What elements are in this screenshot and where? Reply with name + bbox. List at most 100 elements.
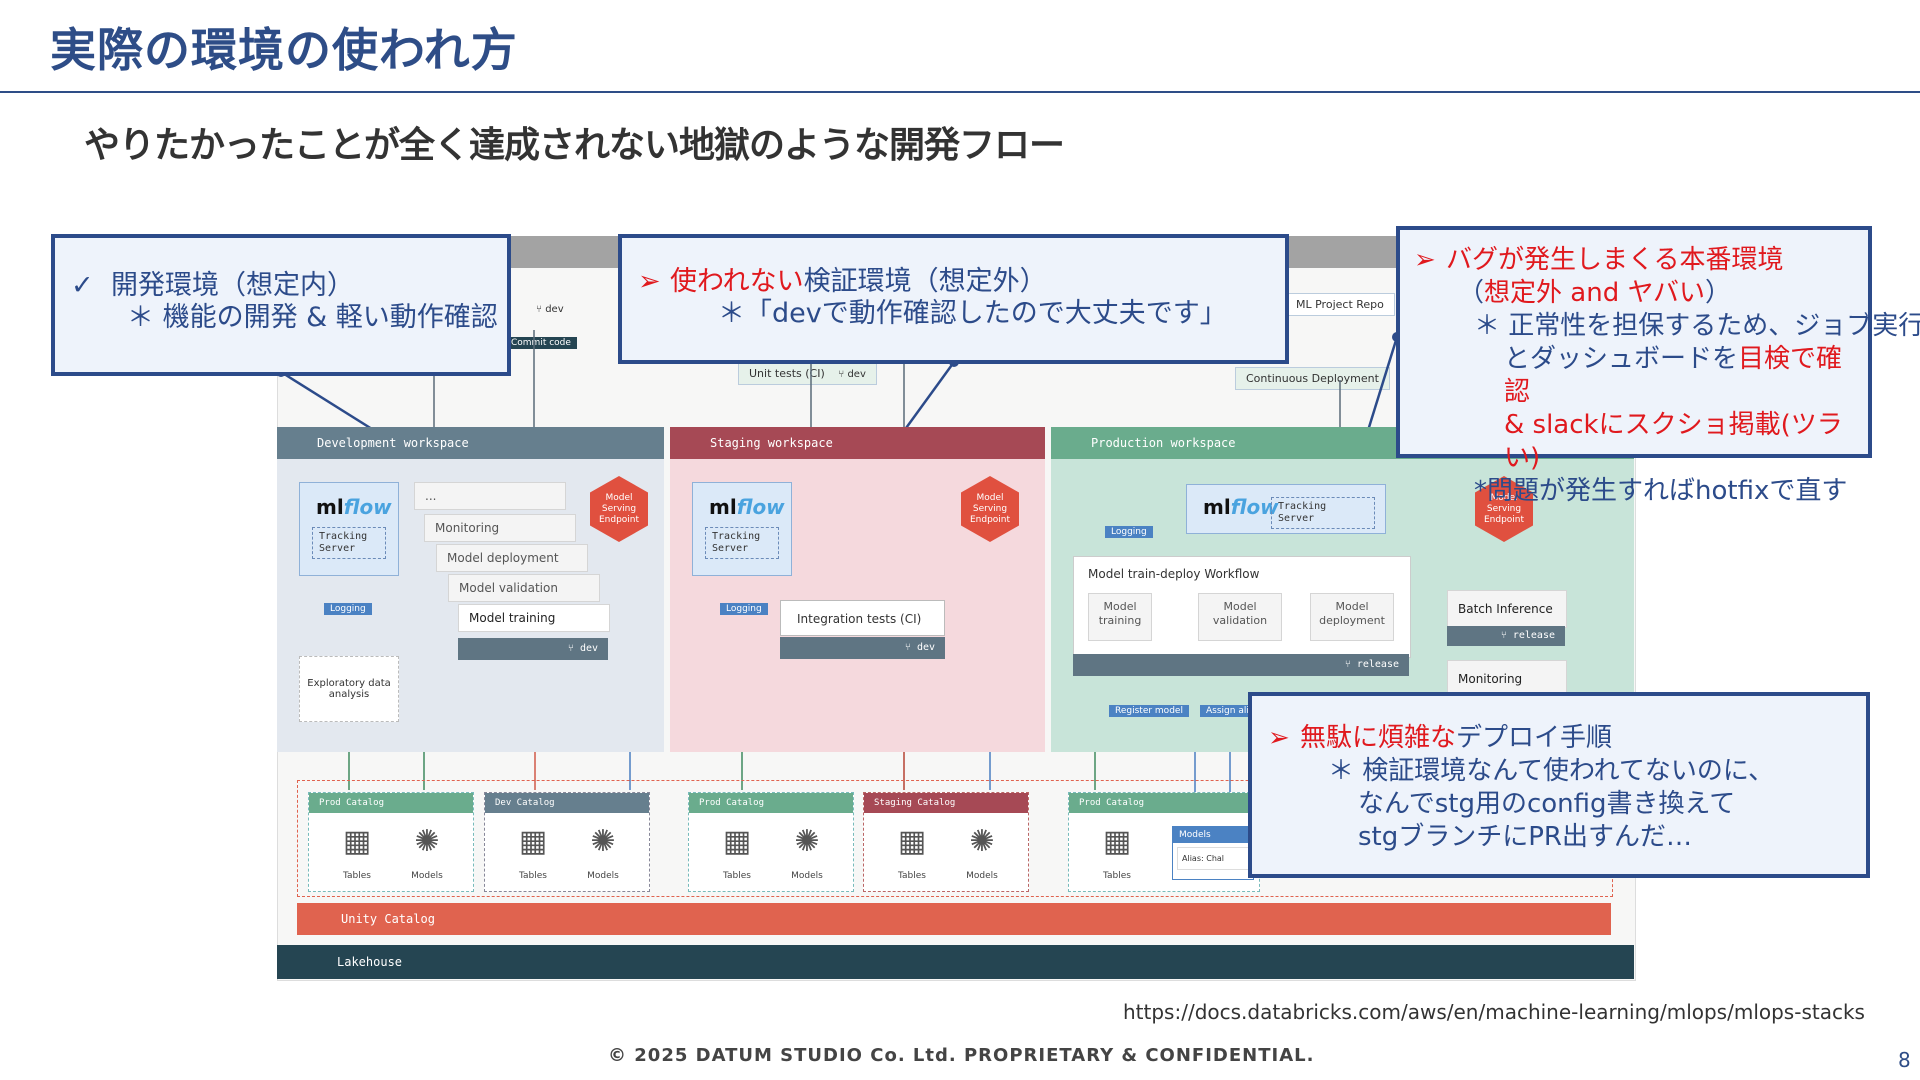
dev-prod-catalog-header: Prod Catalog <box>309 793 473 813</box>
dev-callout-line2: ＊ 機能の開発 & 軽い動作確認 <box>127 302 498 333</box>
dev-branch-bar: ⑂ dev <box>458 638 608 660</box>
brain-icon: ✺ <box>794 824 820 859</box>
deploy-callout-line3: なんでstg用のconfig書き換えて <box>1358 789 1736 819</box>
prod-callout-line1: ➢バグが発生しまくる本番環境 <box>1414 244 1868 277</box>
workflow-title: Model train-deploy Workflow <box>1088 567 1260 581</box>
staging-catalog-header: Staging Catalog <box>864 793 1028 813</box>
stg-callout-line2: ＊「devで動作確認したので大丈夫です」 <box>718 298 1227 329</box>
prod-callout-line2: （想定外 and ヤバい） <box>1414 277 1868 310</box>
commit-code-tag: Commit code <box>505 337 577 349</box>
staging-workspace: Staging workspace <box>670 427 1045 752</box>
deploy-callout: ➢無駄に煩雑なデプロイ手順 ＊ 検証環境なんて使われてないのに、 なんでstg用… <box>1248 692 1870 878</box>
stg-tracking-server: Tracking Server <box>705 527 779 559</box>
stg-mlflow-flow: flow <box>736 495 785 519</box>
stg-callout-line1: ➢ 使われない検証環境（想定外） <box>638 266 1285 298</box>
train-deploy-workflow: Model train-deploy Workflow Model traini… <box>1073 556 1411 658</box>
page-title: 実際の環境の使われ方 <box>50 23 518 77</box>
table-icon: ▦ <box>1102 824 1132 859</box>
assign-alias-tag: Assign ali <box>1200 705 1255 717</box>
dev-logging-tag: Logging <box>324 603 372 615</box>
prod-callout-title: バグが発生しまくる本番環境 <box>1446 245 1784 275</box>
stg-mlflow-logo: mlflow <box>709 495 785 519</box>
models-label: Models <box>791 871 823 881</box>
stg-branch-bar: ⑂ dev <box>780 637 945 659</box>
unit-tests-label: Unit tests (CI) <box>749 367 825 380</box>
tables-label: Tables <box>519 871 547 881</box>
stg-mlflow-ml: ml <box>709 495 737 519</box>
deploy-callout-line2: ＊ 検証環境なんて使われてないのに、 <box>1328 756 1775 786</box>
prod-models-alias: Alias: Chal <box>1177 847 1249 870</box>
batch-branch-bar: ⑂ release <box>1447 626 1565 646</box>
dev-catalog-header: Dev Catalog <box>485 793 649 813</box>
deploy-callout-rest: デプロイ手順 <box>1456 723 1613 753</box>
unity-catalog-bar: Unity Catalog <box>297 903 1611 935</box>
dev-branch-bar-label: dev <box>579 643 598 654</box>
prod-callout-red2: 想定外 and ヤバい <box>1484 278 1705 308</box>
stg-callout-rest: 検証環境（想定外） <box>803 266 1047 297</box>
dev-callout-text1: 開発環境（想定内） <box>111 270 354 301</box>
mlflow-logo: mlflow <box>316 495 392 519</box>
batch-inference-box: Batch Inference <box>1447 590 1567 628</box>
dev-stack-validation: Model validation <box>448 574 600 602</box>
stg-serving-endpoint: Model Serving Endpoint <box>961 476 1019 542</box>
models-label: Models <box>966 871 998 881</box>
workflow-step-validation: Model validation <box>1198 593 1282 641</box>
ml-project-repo-box: ML Project Repo <box>1285 293 1395 316</box>
models-label: Models <box>411 871 443 881</box>
staging-workspace-header: Staging workspace <box>670 427 1045 459</box>
dev-branch-tag: ⑂ dev <box>536 304 564 315</box>
dev-prod-catalog: Prod Catalog ▦ ✺ Tables Models <box>308 792 474 892</box>
prod-logging-tag: Logging <box>1105 526 1153 538</box>
mlflow-ml: ml <box>316 495 344 519</box>
dev-mlflow-box: mlflow Tracking Server <box>299 482 399 576</box>
deploy-callout-red: 無駄に煩雑な <box>1300 723 1457 753</box>
prod-mlflow-ml: ml <box>1203 495 1231 519</box>
dev-tracking-server: Tracking Server <box>312 527 386 559</box>
unit-tests-branch: dev <box>847 369 866 380</box>
deploy-callout-line4: stgブランチにPR出すんだ… <box>1358 822 1692 852</box>
brain-icon: ✺ <box>414 824 440 859</box>
prod-callout: ➢バグが発生しまくる本番環境 （想定外 and ヤバい） ＊ 正常性を担保するた… <box>1396 226 1920 506</box>
dev-stack-training: Model training <box>458 604 610 632</box>
tables-label: Tables <box>723 871 751 881</box>
check-icon: ✓ <box>71 270 94 301</box>
table-icon: ▦ <box>897 824 927 859</box>
table-icon: ▦ <box>518 824 548 859</box>
dev-stack-deployment: Model deployment <box>436 544 588 572</box>
unit-tests-box: Unit tests (CI) ⑂ dev <box>738 362 877 385</box>
prod-callout-line4-pre: とダッシュボードを <box>1504 344 1739 374</box>
dev-callout: ✓ 開発環境（想定内） ＊ 機能の開発 & 軽い動作確認 <box>51 234 511 376</box>
prod-callout-line6: *問題が発生すればhotfixで直す <box>1474 476 1848 506</box>
prod-models-box-header: Models <box>1173 827 1253 843</box>
copyright-notice: © 2025 DATUM STUDIO Co. Ltd. PROPRIETARY… <box>608 1045 1315 1066</box>
prod-paren-open: （ <box>1458 278 1485 308</box>
source-url: https://docs.databricks.com/aws/en/machi… <box>1123 1000 1865 1024</box>
prod-mlflow-logo: mlflow <box>1203 495 1279 519</box>
prod-callout-line4-red: 目検で確認 <box>1504 344 1843 407</box>
register-model-tag: Register model <box>1109 705 1189 717</box>
prod-callout-line5: & slackにスクショ掲載(ツラい) <box>1504 410 1843 473</box>
batch-branch-label: release <box>1512 630 1555 641</box>
staging-catalog: Staging Catalog ▦ ✺ Tables Models <box>863 792 1029 892</box>
prod-tracking-server: Tracking Server <box>1271 497 1375 529</box>
brain-icon: ✺ <box>590 824 616 859</box>
page-subtitle: やりたかったことが全く達成されない地獄のような開発フロー <box>84 125 1065 166</box>
brain-icon: ✺ <box>969 824 995 859</box>
prod-models-box: Models Alias: Chal <box>1172 826 1254 880</box>
dev-serving-endpoint: Model Serving Endpoint <box>590 476 648 542</box>
mlflow-flow: flow <box>343 495 392 519</box>
dev-callout-line1: ✓ 開発環境（想定内） <box>71 270 507 302</box>
stg-callout-red: 使われない <box>670 266 804 297</box>
dev-stack-monitoring: Monitoring <box>424 514 576 542</box>
integration-tests-box: Integration tests (CI) <box>780 600 945 636</box>
prod-callout-line3: ＊ 正常性を担保するため、ジョブ実行 <box>1474 311 1920 341</box>
dev-catalog: Dev Catalog ▦ ✺ Tables Models <box>484 792 650 892</box>
workflow-branch-label: release <box>1356 659 1399 670</box>
lakehouse-bar: Lakehouse <box>277 945 1634 979</box>
eda-box: Exploratory data analysis <box>299 656 399 722</box>
arrow-bullet-icon: ➢ <box>638 266 661 297</box>
stg-branch-bar-label: dev <box>916 642 935 653</box>
prod-monitoring-box: Monitoring <box>1447 660 1567 698</box>
prod-callout-line4: とダッシュボードを目検で確認 <box>1414 343 1868 409</box>
stg-prod-catalog: Prod Catalog ▦ ✺ Tables Models <box>688 792 854 892</box>
